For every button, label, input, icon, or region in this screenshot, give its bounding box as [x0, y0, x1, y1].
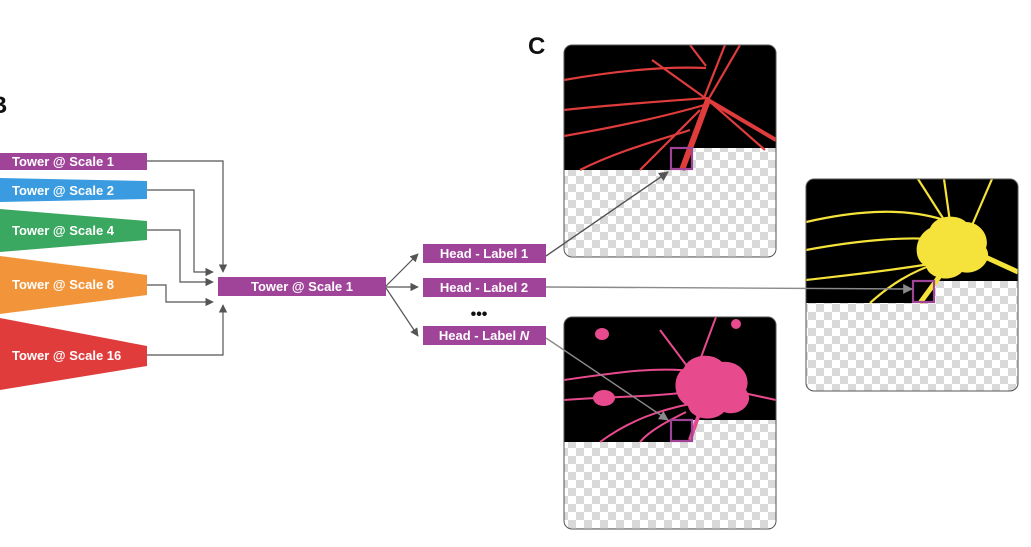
red-vessel-lines: [564, 45, 776, 172]
connector-scale-1: [147, 160, 228, 273]
tower-label: Tower @ Scale 1: [12, 154, 114, 169]
output-panel-label-1: [563, 44, 777, 258]
highlight-pixel-box: [911, 279, 936, 304]
tower-label: Tower @ Scale 16: [12, 348, 121, 363]
connector-head-n: [385, 287, 419, 337]
panel-border: [805, 178, 1019, 392]
tower-scale-1: Tower @ Scale 1: [0, 153, 147, 170]
ellipsis: •••: [471, 306, 488, 323]
head-box: [423, 278, 546, 297]
head-to-output-arrows: [545, 171, 913, 421]
merged-tower: Tower @ Scale 1: [218, 277, 386, 296]
head-label: Head - Label N: [439, 328, 530, 343]
pink-spot: [595, 328, 609, 340]
highlight-pixel-box: [669, 146, 694, 171]
tower-label: Tower @ Scale 2: [12, 183, 114, 198]
head-label-2: Head - Label 2: [423, 278, 546, 297]
connector-scale-16: [147, 304, 228, 356]
pink-spot: [731, 319, 741, 329]
tower-label: Tower @ Scale 8: [12, 277, 114, 292]
panel-letter-b: B: [0, 92, 7, 119]
head-label: Head - Label 2: [440, 280, 528, 295]
merged-tower-label: Tower @ Scale 1: [251, 279, 353, 294]
arrow-head-n-output: [545, 337, 669, 421]
tower-connectors: [147, 160, 228, 356]
head-box: [423, 244, 546, 263]
connector-scale-2: [147, 189, 214, 277]
head-label-1: Head - Label 1: [423, 244, 546, 263]
panel-border: [563, 316, 777, 530]
tower-shape: [0, 318, 147, 390]
connector-scale-4: [147, 229, 214, 287]
arrow-head-1-output: [545, 171, 669, 257]
arrow-head-2-output: [545, 284, 913, 294]
tower-shape: [0, 178, 147, 202]
output-panel-label-n: [563, 316, 777, 530]
tower-scale-8: Tower @ Scale 8: [0, 256, 147, 314]
merged-tower-box: [218, 277, 386, 296]
yellow-blob: [916, 216, 989, 279]
tower-shape: [0, 256, 147, 314]
panel-letter-c: C: [528, 33, 545, 60]
tower-label: Tower @ Scale 4: [12, 223, 115, 238]
pink-spot: [593, 390, 615, 406]
tower-scale-4: Tower @ Scale 4: [0, 209, 147, 252]
tower-shape: [0, 209, 147, 252]
tower-scale-16: Tower @ Scale 16: [0, 318, 147, 390]
output-panel-label-2: [805, 178, 1019, 392]
tower-scale-2: Tower @ Scale 2: [0, 178, 147, 202]
panel-border: [563, 44, 777, 258]
head-box: [423, 326, 546, 345]
connector-scale-8: [147, 284, 214, 307]
head-label-n: Head - Label N: [423, 326, 546, 345]
tower-shape: [0, 153, 147, 170]
connector-head-1: [385, 253, 419, 287]
highlight-pixel-box: [669, 418, 694, 443]
head-label: Head - Label 1: [440, 246, 528, 261]
pink-blob: [675, 355, 750, 419]
head-connectors: [385, 253, 419, 337]
